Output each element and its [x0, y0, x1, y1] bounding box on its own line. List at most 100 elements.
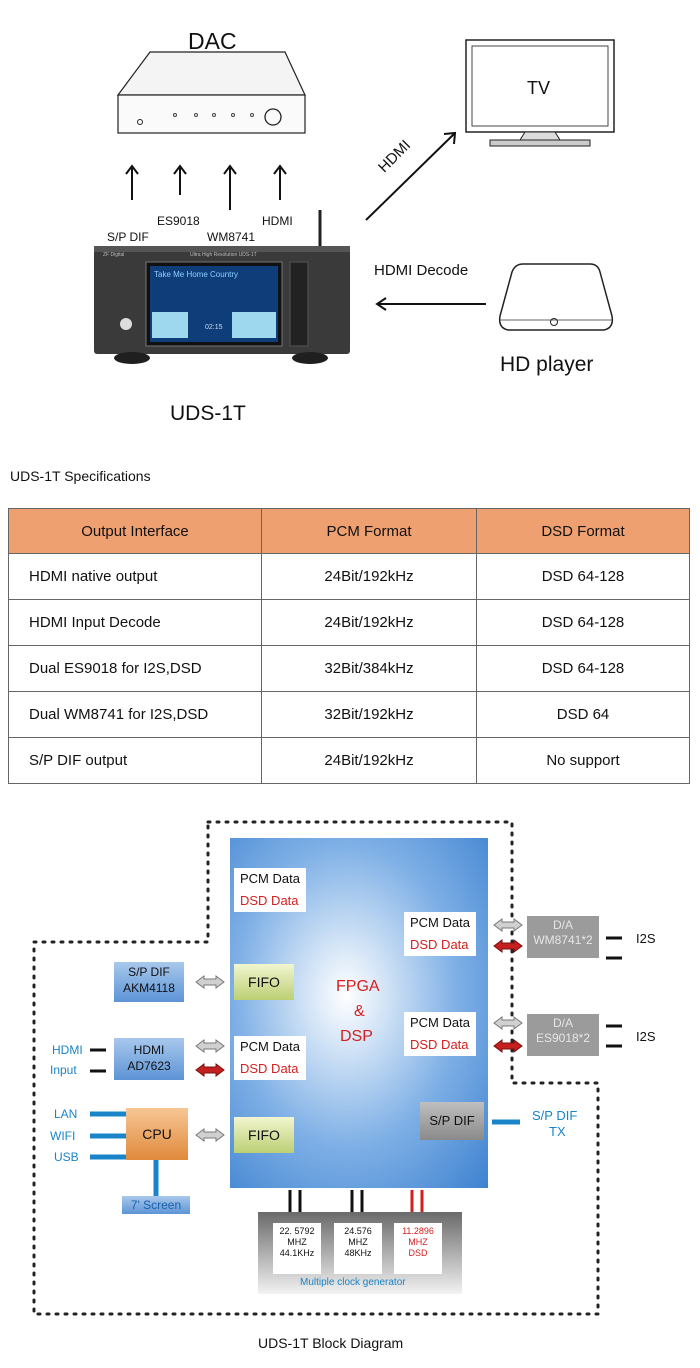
wifi-label: WIFI [50, 1129, 76, 1143]
hdmi-arrow [365, 131, 457, 221]
column-header: DSD Format [476, 508, 690, 554]
clock-rate-label: 44.1KHz [279, 1248, 315, 1258]
column-header: PCM Format [261, 508, 477, 554]
table-cell: HDMI Input Decode [8, 599, 262, 646]
ad7623-label: AD7623 [127, 1059, 171, 1073]
da-es9018-block: D/A ES9018*2 [527, 1014, 599, 1056]
output-arrows [125, 164, 287, 210]
screen-block: 7' Screen [122, 1196, 190, 1214]
specs-table: Output Interface PCM Format DSD Format H… [8, 508, 690, 784]
pcm-data-label: PCM Data [410, 915, 470, 930]
table-header-row: Output Interface PCM Format DSD Format [8, 508, 690, 554]
hd-player-label: HD player [500, 353, 594, 376]
dsd-arrows [195, 939, 523, 1077]
wm8741-label: WM8741*2 [533, 933, 593, 947]
spdif-input-chip: S/P DIF AKM4118 [114, 962, 184, 1002]
table-cell: DSD 64-128 [476, 553, 690, 600]
black-io-lines [90, 936, 622, 1212]
clock-freq-label: 24.576 [344, 1226, 372, 1236]
table-cell: DSD 64 [476, 691, 690, 738]
table-cell: S/P DIF output [8, 737, 262, 784]
io-lines [90, 1111, 520, 1196]
table-row: S/P DIF output 24Bit/192kHz No support [8, 737, 690, 784]
device-time-text: 02:15 [205, 324, 223, 331]
hdmi-decode-arrow [375, 297, 486, 311]
hdmi-input-label-2: Input [50, 1063, 77, 1077]
output-wm8741-label: WM8741 [207, 230, 256, 244]
block-diagram-caption: UDS-1T Block Diagram [258, 1335, 404, 1351]
da-label: D/A [552, 918, 573, 932]
da-label: D/A [552, 1016, 573, 1030]
clock-44k-box: 22. 5792 MHZ 44.1KHz [273, 1223, 321, 1274]
clock-48k-box: 24.576 MHZ 48KHz [334, 1223, 382, 1274]
pcm-data-label: PCM Data [410, 1015, 470, 1030]
spdif-tx-label-1: S/P DIF [532, 1108, 578, 1123]
da-wm8741-block: D/A WM8741*2 [527, 916, 599, 958]
spdif-chip-label: S/P DIF [128, 965, 170, 979]
uds1t-device-illustration [94, 210, 350, 364]
dsd-data-label: DSD Data [410, 937, 469, 952]
specs-caption: UDS-1T Specifications [10, 468, 151, 484]
cpu-block: CPU [126, 1108, 188, 1160]
pcm-dsd-box-wm8741: PCM Data DSD Data [404, 912, 476, 956]
hdmi-chip-label: HDMI [133, 1043, 165, 1057]
device-model-text: Ultra High Resolution UDS-1T [190, 252, 257, 258]
i2s-label-2: I2S [636, 1029, 656, 1044]
dac-label: DAC [188, 28, 237, 54]
clock-unit-label: MHZ [408, 1237, 428, 1247]
dsd-data-label: DSD Data [410, 1037, 469, 1052]
dsd-data-label: DSD Data [240, 1061, 299, 1076]
device-track-text: Take Me Home Country [154, 270, 239, 279]
output-hdmi-label: HDMI [262, 214, 293, 228]
spdif-tx-label-2: TX [549, 1124, 566, 1139]
fpga-label: FPGA [336, 978, 380, 995]
device-brand-text: ZF Digital [103, 252, 125, 258]
spdif-output-block: S/P DIF [420, 1102, 484, 1140]
dac-device-illustration [116, 51, 306, 134]
hd-player-illustration [498, 263, 614, 331]
i2s-label-1: I2S [636, 931, 656, 946]
table-cell: Dual ES9018 for I2S,DSD [8, 645, 262, 692]
dsd-clock-lines [410, 1190, 424, 1212]
system-boundary [32, 820, 600, 1316]
table-cell: Dual WM8741 for I2S,DSD [8, 691, 262, 738]
clock-freq-label: 11.2896 [402, 1226, 434, 1236]
output-spdif-label: S/P DIF [107, 230, 149, 244]
hdmi-decoder-chip: HDMI AD7623 [114, 1038, 184, 1080]
tv-illustration [465, 39, 615, 147]
es9018-label: ES9018*2 [535, 1031, 591, 1045]
device-name-label: UDS-1T [170, 402, 246, 425]
dsp-label: DSP [340, 1028, 373, 1045]
clock-unit-label: MHZ [287, 1237, 307, 1247]
fpga-and-label: & [354, 1003, 365, 1020]
column-header: Output Interface [8, 508, 262, 554]
clock-unit-label: MHZ [348, 1237, 368, 1247]
usb-label: USB [54, 1150, 79, 1164]
hdmi-decode-label: HDMI Decode [374, 262, 469, 279]
table-row: HDMI native output 24Bit/192kHz DSD 64-1… [8, 553, 690, 600]
akm4118-label: AKM4118 [123, 981, 175, 995]
hdmi-input-label-1: HDMI [52, 1043, 83, 1057]
lan-label: LAN [54, 1107, 78, 1121]
dsd-data-label: DSD Data [240, 893, 299, 908]
clock-generator-label: Multiple clock generator [300, 1277, 406, 1288]
pcm-dsd-box-top: PCM Data DSD Data [234, 868, 306, 912]
tv-label: TV [527, 78, 551, 98]
table-cell: HDMI native output [8, 553, 262, 600]
clock-freq-label: 22. 5792 [279, 1226, 315, 1236]
table-row: Dual ES9018 for I2S,DSD 32Bit/384kHz DSD… [8, 645, 690, 692]
table-cell: No support [476, 737, 690, 784]
table-cell: 32Bit/384kHz [261, 645, 477, 692]
pcm-dsd-box-hdmi: PCM Data DSD Data [234, 1036, 306, 1080]
data-arrows [195, 918, 523, 1142]
connection-illustration [94, 39, 615, 364]
pcm-data-label: PCM Data [240, 1039, 300, 1054]
fifo-block-cpu: FIFO [234, 1117, 294, 1153]
table-cell: DSD 64-128 [476, 645, 690, 692]
pcm-data-label: PCM Data [240, 871, 300, 886]
clock-dsd-box: 11.2896 MHZ DSD [394, 1223, 442, 1274]
clock-rate-label: DSD [408, 1248, 428, 1258]
table-cell: 24Bit/192kHz [261, 737, 477, 784]
output-es9018-label: ES9018 [157, 214, 200, 228]
